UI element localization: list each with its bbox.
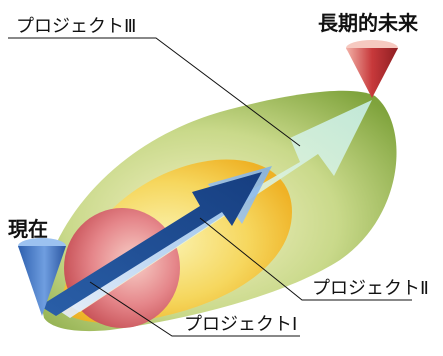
label-project1: プロジェクトⅠ	[184, 314, 297, 335]
dark-arrow	[40, 172, 262, 316]
present-cone	[18, 246, 66, 316]
label-future: 長期的未来	[318, 11, 419, 35]
label-present: 現在	[8, 217, 48, 241]
leader-line-project2	[199, 217, 412, 301]
leader-line-project3	[8, 37, 301, 147]
future-cone	[346, 48, 398, 98]
leader-line-project1	[89, 281, 300, 337]
label-project2: プロジェクトⅡ	[312, 278, 429, 299]
label-project3: プロジェクトⅢ	[16, 16, 136, 37]
